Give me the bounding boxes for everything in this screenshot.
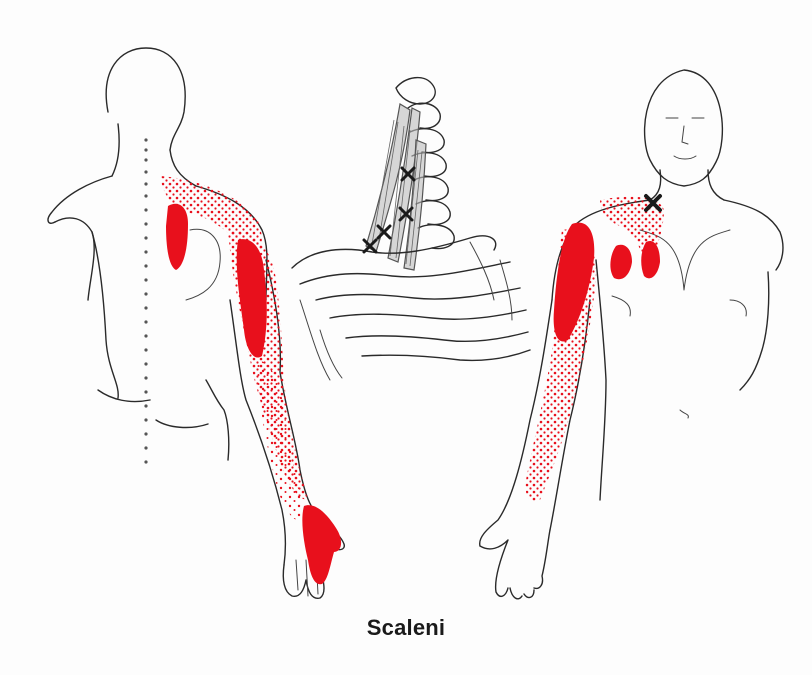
front-chest-pain-zone-1 (610, 245, 632, 279)
neck-scalene-figure (292, 78, 530, 380)
back-referred-pain (160, 176, 341, 584)
back-scapula (186, 229, 220, 300)
back-neck-left (112, 124, 119, 176)
back-hand-pain-zone (302, 505, 341, 584)
back-shoulder-left (48, 176, 112, 223)
back-view-figure (48, 48, 344, 598)
front-referred-pain (526, 197, 664, 502)
front-face (666, 118, 704, 159)
front-hand (480, 530, 550, 599)
figure-caption: Scaleni (0, 615, 812, 641)
back-head-outline (106, 48, 185, 150)
back-spine-dots (144, 138, 147, 463)
front-torso (596, 260, 606, 500)
scalene-muscle (366, 104, 426, 270)
back-scapula-pain-zone (166, 204, 188, 270)
front-shoulder-right (724, 200, 783, 270)
front-view-figure (480, 70, 783, 599)
front-chest-pain-zone-2 (641, 241, 660, 278)
